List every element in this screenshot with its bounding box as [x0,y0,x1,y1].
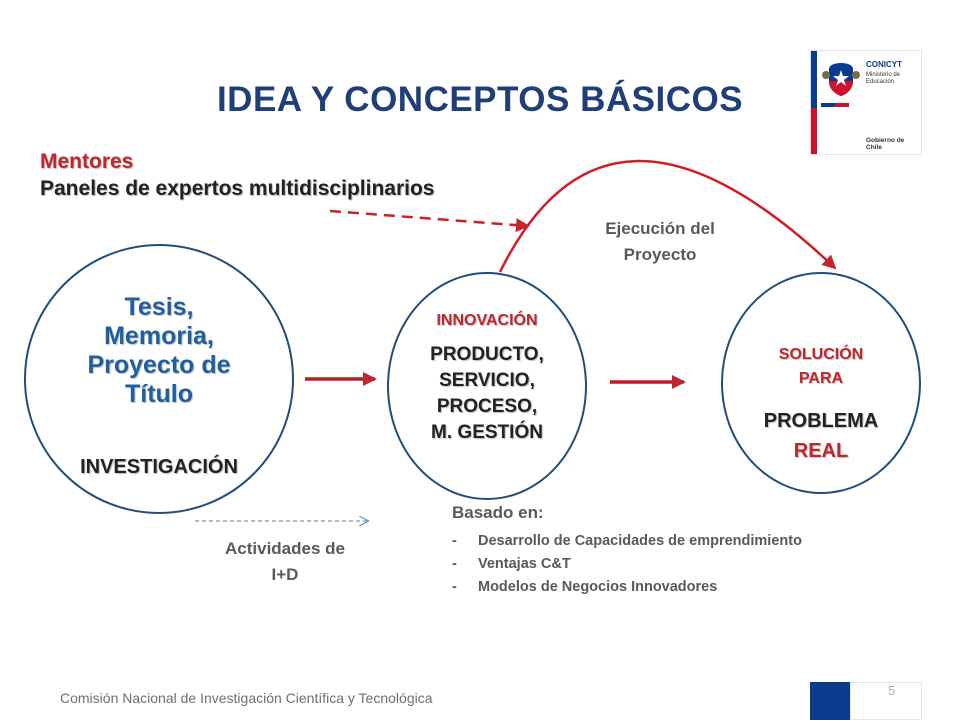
solution-line1: SOLUCIÓN [778,346,864,363]
mentors-dashed-arrow [329,209,530,233]
execution-arc [498,159,837,273]
logo-red-stripe [811,107,817,154]
innovation-circle [387,272,587,500]
list-item: Ventajas C&T [452,553,802,576]
rd-line1: Actividades de [225,539,345,558]
innovation-header: INNOVACIÓN [436,312,538,329]
chile-coat-of-arms-icon [822,63,860,96]
thesis-line3: Proyecto de [87,351,231,379]
thesis-line1: Tesis, [124,293,194,321]
based-on-title: Basado en: [452,503,544,522]
execution-label: Ejecución del Proyecto [560,216,760,268]
rd-line2: I+D [271,565,299,584]
conicyt-logo: CONICYT Ministerio de Educación Gobierno… [810,50,922,155]
mentors-heading: Mentores [40,150,134,173]
based-on-list: Desarrollo de Capacidades de emprendimie… [452,530,802,599]
innovation-line1: PRODUCTO, [430,344,544,365]
problem-label: PROBLEMA [763,410,879,432]
rd-activities-label: Actividades de I+D [175,536,395,588]
real-label: REAL [793,440,849,462]
page-number: 5 [888,683,896,698]
innovation-line2: SERVICIO, [439,370,535,391]
list-item: Modelos de Negocios Innovadores [452,576,802,599]
research-label: INVESTIGACIÓN [80,456,238,478]
logo-ministry-line2: Educación [866,79,895,85]
solution-header: SOLUCIÓN PARA [721,343,921,391]
footer-text: Comisión Nacional de Investigación Cient… [60,690,433,706]
thesis-line4: Título [124,380,194,408]
research-circle [24,244,294,514]
footer-flag [810,682,922,720]
page-title: IDEA Y CONCEPTOS BÁSICOS [216,80,744,119]
expert-panels-text: Paneles de expertos multidisciplinarios [40,177,435,200]
innovation-line3: PROCESO, [436,396,538,417]
thesis-text: Tesis, Memoria, Proyecto de Título [24,293,294,409]
execution-line1: Ejecución del [605,219,715,238]
execution-line2: Proyecto [623,245,697,264]
logo-ministry-line1: Ministerio de [866,72,901,78]
logo-flag-bar [821,103,849,107]
innovation-line4: M. GESTIÓN [431,422,543,443]
logo-name: CONICYT [866,60,902,69]
logo-blue-stripe [811,51,817,154]
solution-circle [721,272,921,494]
innovation-types: PRODUCTO, SERVICIO, PROCESO, M. GESTIÓN [387,342,587,446]
list-item: Desarrollo de Capacidades de emprendimie… [452,530,802,553]
thesis-line2: Memoria, [104,322,214,350]
solution-line2: PARA [798,370,844,387]
logo-gov: Gobierno de Chile [866,137,905,151]
